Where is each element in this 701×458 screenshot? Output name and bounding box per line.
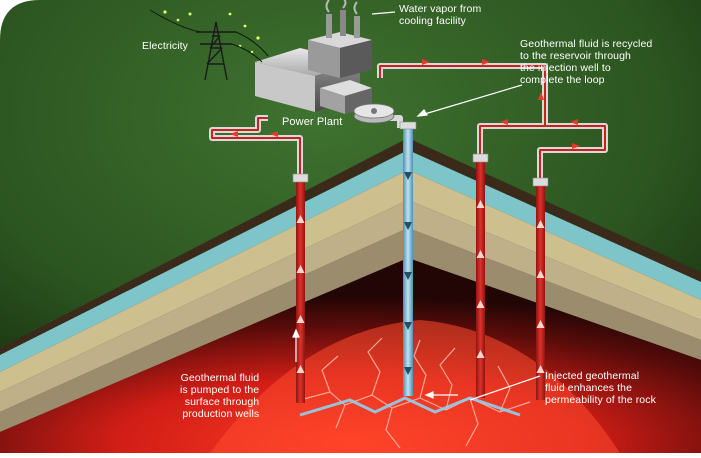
production-well-left — [292, 173, 309, 403]
callout-lines — [292, 11, 541, 401]
water-vapor-label: Water vapor from cooling facility — [399, 3, 481, 27]
production-line-4: production wells — [182, 408, 260, 420]
production-line-2: is pumped to the — [180, 384, 260, 396]
sediment-layer-1 — [0, 170, 701, 392]
sediment-layer-2 — [0, 200, 701, 412]
injected-line-3: permeability of the rock — [545, 394, 656, 406]
production-well-right-1 — [472, 153, 489, 398]
injection-fracture — [299, 396, 521, 417]
power-plant — [255, 0, 372, 114]
power-lines — [149, 9, 269, 63]
aquifer-layer — [0, 150, 701, 372]
recycled-fluid-label: Geothermal fluid is recycled to the rese… — [520, 38, 652, 86]
recycled-line-4: complete the loop — [520, 74, 605, 86]
electricity-label: Electricity — [142, 40, 189, 52]
sediment-layer-3 — [0, 228, 701, 432]
production-well-right-2 — [532, 177, 549, 400]
heat-exchanger — [353, 103, 395, 124]
recycled-line-2: to the reservoir through — [520, 50, 631, 62]
production-line-3: surface through — [184, 396, 260, 408]
power-pylon — [196, 21, 236, 81]
injection-well — [399, 121, 417, 396]
hot-core-glow — [210, 320, 620, 453]
pipe-flow-arrows — [230, 59, 580, 149]
water-vapor-line-2: cooling facility — [399, 15, 466, 27]
rock-fractures — [299, 337, 531, 449]
injected-fluid-label: Injected geothermal fluid enhances the p… — [545, 370, 656, 406]
power-line-sparks — [163, 10, 260, 54]
injected-line-2: fluid enhances the — [545, 382, 633, 394]
power-plant-label: Power Plant — [282, 116, 343, 128]
earth-cross-section — [0, 138, 701, 453]
production-wells-label: Geothermal fluid is pumped to the surfac… — [180, 372, 259, 420]
injected-line-1: Injected geothermal — [545, 370, 640, 382]
water-vapor-line-1: Water vapor from — [399, 3, 482, 15]
recycled-line-1: Geothermal fluid is recycled — [520, 38, 653, 50]
production-line-1: Geothermal fluid — [180, 372, 260, 384]
recycled-line-3: the injection well to — [520, 62, 611, 74]
